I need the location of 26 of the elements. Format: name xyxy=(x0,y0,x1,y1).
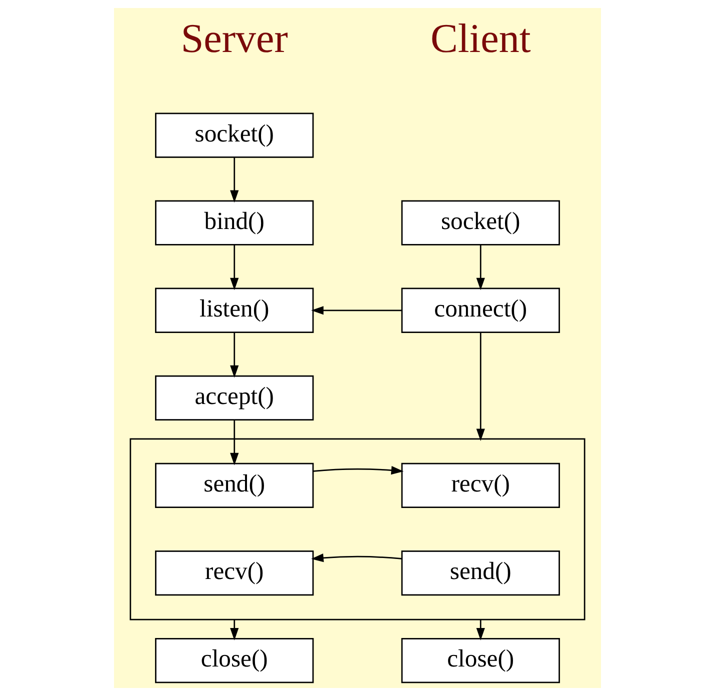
label: Server xyxy=(180,14,288,61)
arrow xyxy=(476,620,485,640)
arrow xyxy=(230,620,239,640)
node-box: bind() xyxy=(155,200,314,246)
arrow xyxy=(230,420,239,466)
arrow xyxy=(476,332,485,442)
node-box: socket() xyxy=(401,200,560,246)
cluster xyxy=(130,438,586,620)
arrow xyxy=(476,244,485,290)
node-box: socket() xyxy=(155,112,314,158)
node-box: accept() xyxy=(155,375,314,420)
node-box: send() xyxy=(155,462,314,508)
node-box: close() xyxy=(401,638,560,684)
arrow xyxy=(311,554,402,562)
arrow xyxy=(230,332,239,378)
node-box: connect() xyxy=(401,288,560,333)
arrow xyxy=(313,466,404,475)
node-box: recv() xyxy=(155,550,314,596)
node-box: recv() xyxy=(401,462,560,508)
node-box: listen() xyxy=(155,288,314,333)
label: Client xyxy=(430,14,531,61)
node-box: send() xyxy=(401,550,560,596)
arrow xyxy=(230,244,239,290)
arrow xyxy=(311,306,402,315)
arrow xyxy=(230,157,239,203)
node-box: close() xyxy=(155,638,314,684)
